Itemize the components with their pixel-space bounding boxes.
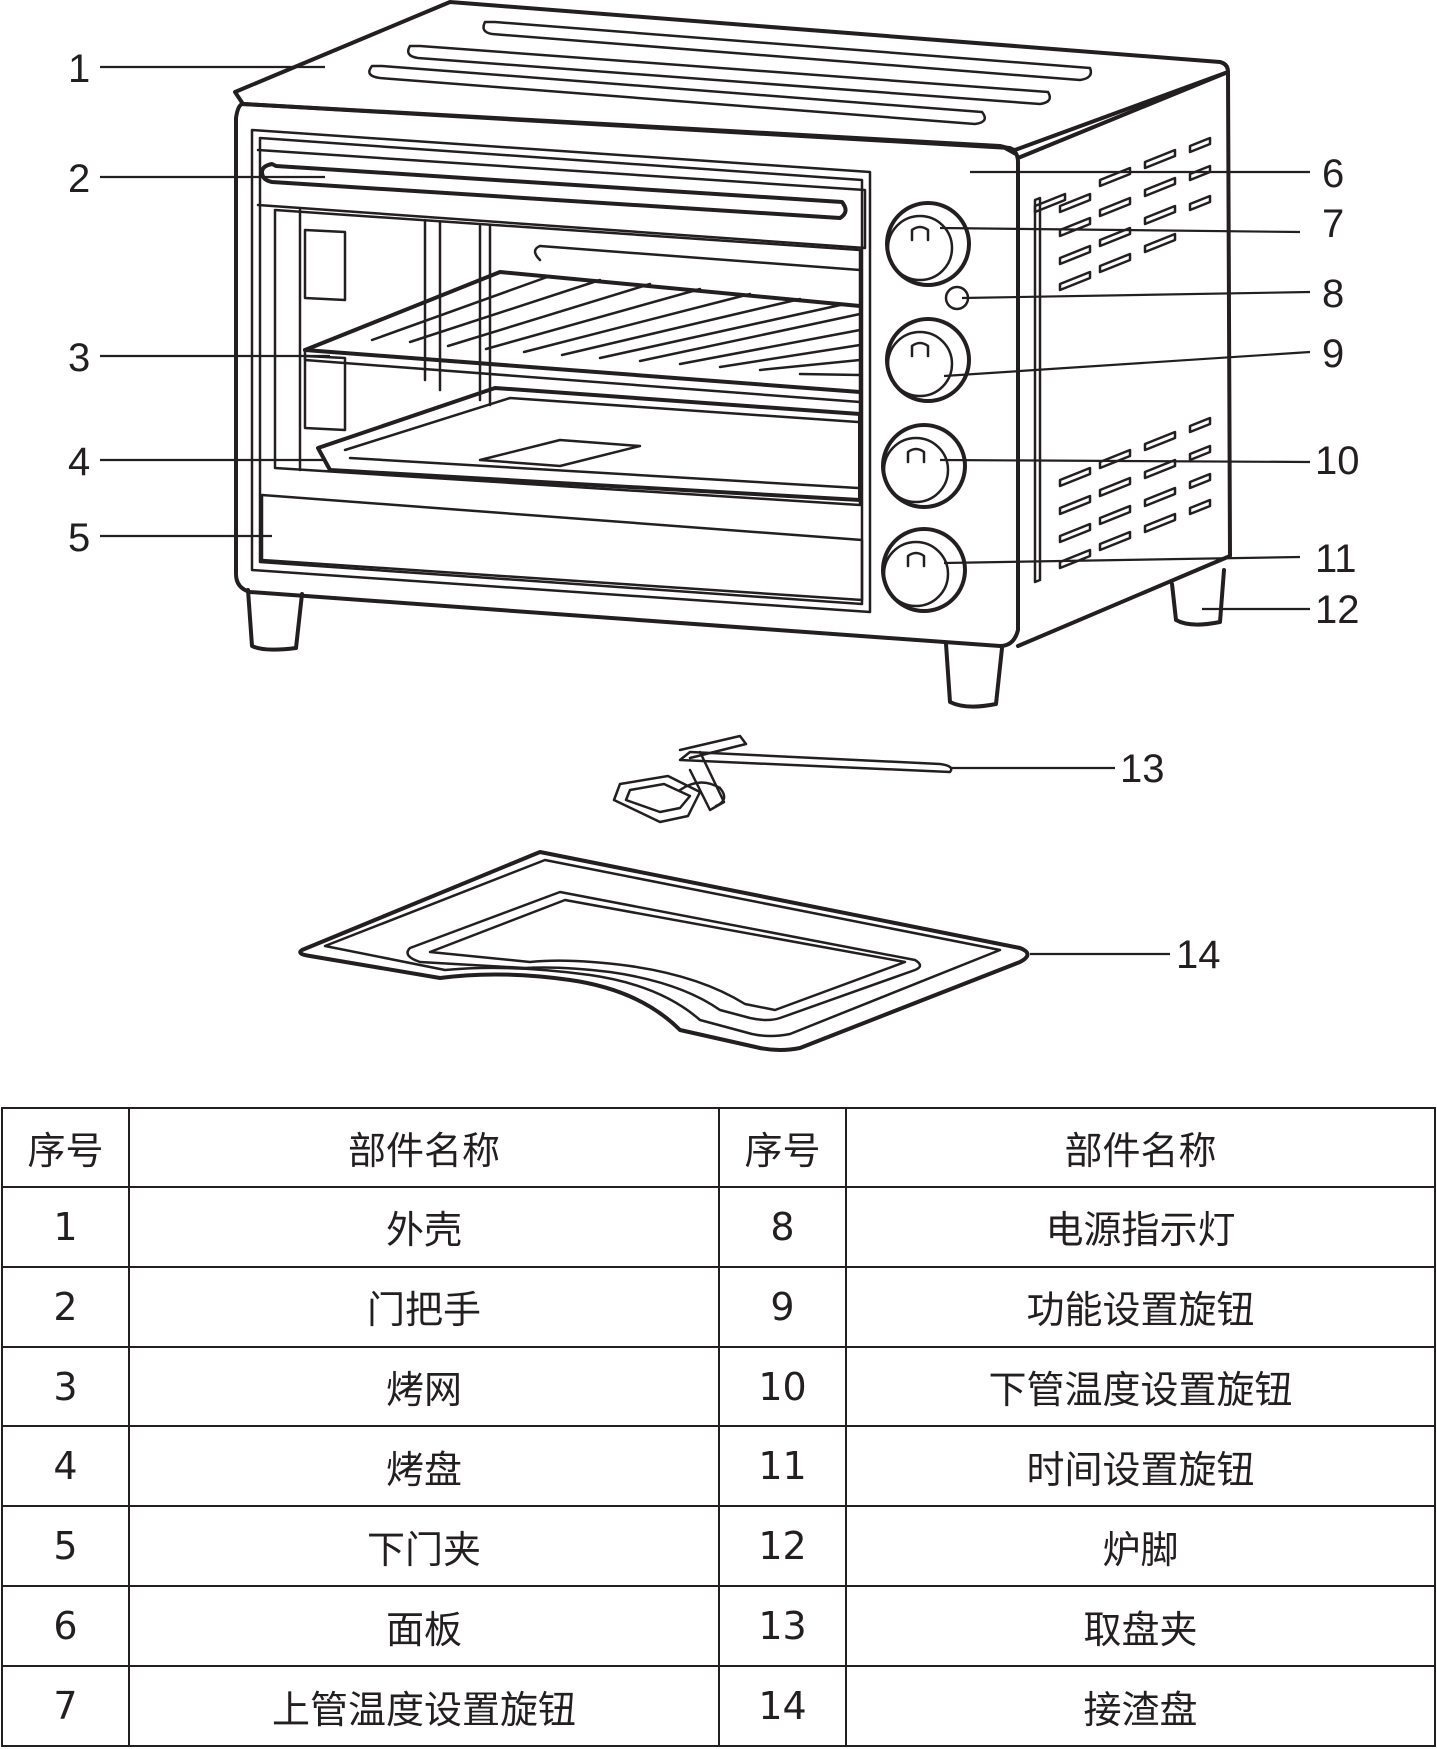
part-name: 面板: [128, 1585, 720, 1668]
callout-2: 2: [68, 157, 90, 201]
table-row: 4 烤盘 11 时间设置旋钮: [1, 1425, 1436, 1508]
table-row: 7 上管温度设置旋钮 14 接渣盘: [1, 1665, 1436, 1747]
table-row: 1 外壳 8 电源指示灯: [1, 1185, 1436, 1268]
callout-9: 9: [1322, 332, 1344, 376]
part-name: 下管温度设置旋钮: [845, 1345, 1436, 1428]
part-number: 11: [718, 1425, 847, 1508]
part-number: 4: [1, 1425, 130, 1508]
part-name: 炉脚: [845, 1505, 1436, 1588]
leader-lines: [100, 65, 1311, 956]
oven-diagram: 1 2 3 4 5 6 7 8 9 10 11 12 13 14: [68, 0, 1360, 1052]
callout-11: 11: [1315, 537, 1357, 581]
part-number: 2: [1, 1265, 130, 1348]
part-number: 13: [718, 1585, 847, 1668]
callout-10: 10: [1315, 439, 1360, 483]
callout-5: 5: [68, 516, 90, 560]
header-no-1: 序号: [1, 1107, 130, 1188]
callout-13: 13: [1120, 747, 1165, 791]
callout-6: 6: [1322, 152, 1344, 196]
callout-1: 1: [68, 47, 90, 91]
part-number: 7: [1, 1665, 130, 1747]
part-name: 下门夹: [128, 1505, 720, 1588]
callout-4: 4: [68, 440, 90, 484]
knob-group: [881, 201, 971, 613]
part-name: 烤网: [128, 1345, 720, 1428]
part-number: 8: [718, 1185, 847, 1268]
table-row: 6 面板 13 取盘夹: [1, 1585, 1436, 1668]
part-name: 电源指示灯: [845, 1185, 1436, 1268]
part-number: 14: [718, 1665, 847, 1747]
table-header-row: 序号 部件名称 序号 部件名称: [1, 1107, 1436, 1188]
part-name: 上管温度设置旋钮: [128, 1665, 720, 1747]
oven-illustration: [233, 0, 1232, 709]
part-number: 3: [1, 1345, 130, 1428]
part-number: 12: [718, 1505, 847, 1588]
callout-3: 3: [68, 336, 90, 380]
crumb-tray-illustration: [298, 850, 1030, 1052]
part-number: 10: [718, 1345, 847, 1428]
part-name: 取盘夹: [845, 1585, 1436, 1668]
header-name-2: 部件名称: [845, 1107, 1436, 1188]
callout-12: 12: [1315, 588, 1360, 632]
part-name: 功能设置旋钮: [845, 1265, 1436, 1348]
part-name: 时间设置旋钮: [845, 1425, 1436, 1508]
callout-14: 14: [1176, 933, 1221, 977]
header-name-1: 部件名称: [128, 1107, 720, 1188]
part-number: 1: [1, 1185, 130, 1268]
part-number: 5: [1, 1505, 130, 1588]
callout-7: 7: [1322, 202, 1344, 246]
part-number: 6: [1, 1585, 130, 1668]
part-number: 9: [718, 1265, 847, 1348]
callout-labels: 1 2 3 4 5 6 7 8 9 10 11 12 13 14: [68, 47, 1360, 977]
callout-8: 8: [1322, 272, 1344, 316]
part-name: 接渣盘: [845, 1665, 1436, 1747]
tray-clip-illustration: [612, 734, 953, 824]
part-name: 外壳: [128, 1185, 720, 1268]
parts-table: 序号 部件名称 序号 部件名称 1 外壳 8 电源指示灯 2 门把手 9 功能设…: [1, 1107, 1436, 1747]
part-name: 烤盘: [128, 1425, 720, 1508]
table-row: 5 下门夹 12 炉脚: [1, 1505, 1436, 1588]
header-no-2: 序号: [718, 1107, 847, 1188]
table-row: 2 门把手 9 功能设置旋钮: [1, 1265, 1436, 1348]
table-row: 3 烤网 10 下管温度设置旋钮: [1, 1345, 1436, 1428]
part-name: 门把手: [128, 1265, 720, 1348]
